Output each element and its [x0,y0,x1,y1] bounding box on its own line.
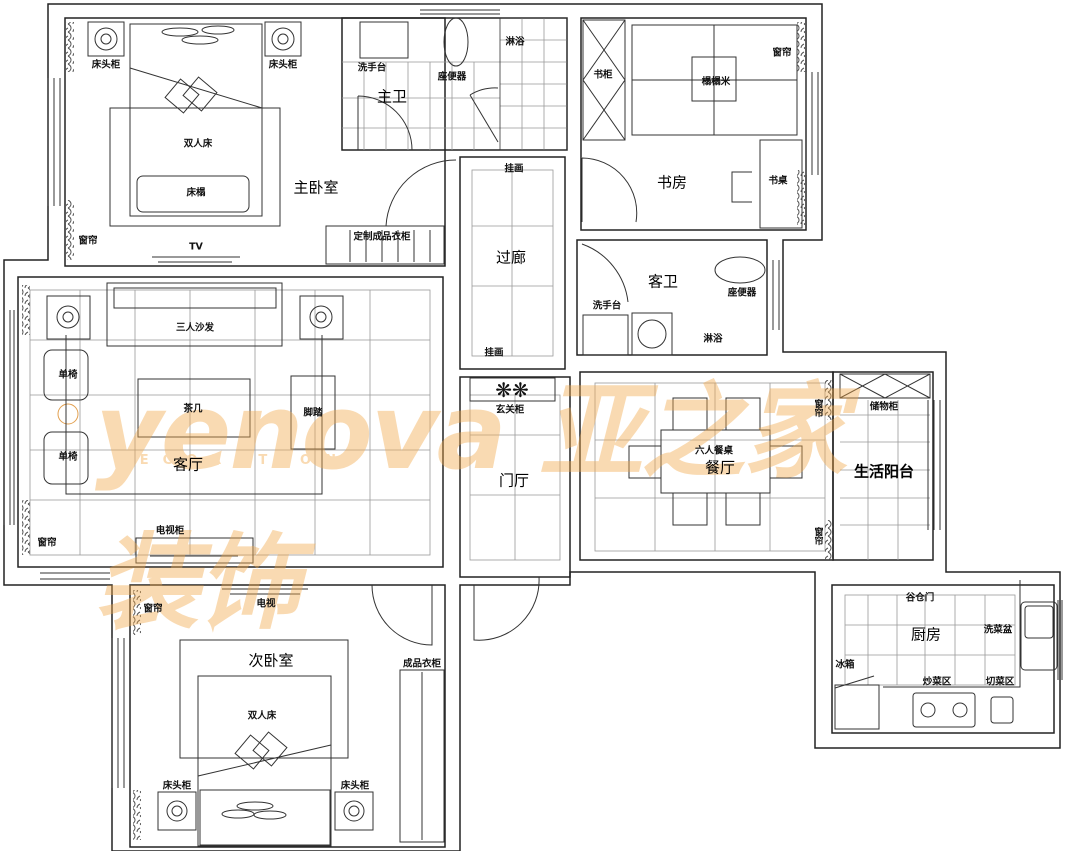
label-tv-cabinet: 电视柜 [155,525,185,537]
room-dining: 餐厅 [704,458,736,477]
label-curtain-master: 窗帘 [78,235,98,247]
shoe-cabinet-icon: ❋❋ [495,378,529,402]
label-wardrobe-second: 成品衣柜 [402,658,442,670]
label-shower-guest: 淋浴 [703,333,723,345]
storage-cabinet [839,373,931,399]
label-sofa: 三人沙发 [175,322,215,334]
label-painting-bottom: 挂画 [484,347,504,359]
nightstand-right [264,21,302,57]
room-master-bedroom: 主卧室 [293,178,339,197]
second-bed [197,675,332,847]
label-tv-second: 电视 [256,598,276,610]
room-balcony: 生活阳台 [853,462,915,481]
room-guest-bath: 客卫 [647,272,679,291]
wall-second-bedroom [129,584,446,848]
room-second-bedroom: 次卧室 [248,651,294,670]
room-living: 客厅 [172,455,204,474]
master-bed [129,23,263,217]
label-nightstand-right: 床头柜 [268,59,298,71]
label-tatami: 榻榻米 [701,76,731,88]
sofa [106,282,283,347]
stove [912,692,976,728]
kitchen-sink [1020,601,1058,671]
label-wardrobe-master: 定制成品衣柜 [353,231,411,243]
nightstand-right-2 [334,791,374,831]
room-master-bath: 主卫 [376,87,408,106]
wall-living [17,276,444,568]
label-curtain-dining-top: 窗帘 [812,399,823,417]
label-armchair-top: 单椅 [58,369,78,381]
shoe-cabinet [469,377,556,402]
label-prep-zone: 切菜区 [985,676,1015,688]
wall-balcony [832,371,934,561]
room-corridor: 过廊 [495,248,527,267]
label-armchair-bottom: 单椅 [58,451,78,463]
label-toilet-master: 座便器 [437,71,467,83]
label-nightstand-right-second: 床头柜 [340,780,370,792]
label-folding-door: 谷仓门 [905,592,935,604]
label-curtain-second: 窗帘 [143,603,163,615]
nightstand-left-2 [157,791,197,831]
fridge [834,684,880,730]
label-bed-second: 双人床 [247,710,277,722]
footstool [290,375,336,450]
label-sink-guest: 洗手台 [592,300,622,312]
label-bed: 双人床 [183,138,213,150]
washing-machine [631,312,673,356]
label-shower-master: 淋浴 [505,36,525,48]
label-dining-table: 六人餐桌 [694,445,734,457]
label-shoe-cabinet: 玄关柜 [495,404,525,416]
label-coffee-table: 茶几 [183,403,203,415]
label-painting-top: 挂画 [504,163,524,175]
label-curtain-living: 窗帘 [37,537,57,549]
label-bed-bench: 床榻 [186,187,206,199]
label-kitchen-sink: 洗菜盆 [983,624,1013,636]
room-study: 书房 [656,173,688,192]
wall-foyer [459,376,571,578]
label-curtain-dining-bottom: 窗帘 [812,527,823,545]
tv-cabinet [135,537,254,564]
label-toilet-guest: 座便器 [727,287,757,299]
wardrobe-2 [399,669,445,843]
label-cooking-zone: 炒菜区 [922,676,952,688]
wall-master-bedroom [64,17,446,267]
master-wardrobe [325,225,445,265]
coffee-table [137,378,251,438]
label-nightstand-left-second: 床头柜 [162,780,192,792]
wall-corridor [459,156,566,370]
second-bed-frame [179,639,349,759]
label-curtain-study: 窗帘 [772,47,792,59]
outer-wall [3,3,1061,851]
label-desk: 书桌 [768,175,788,187]
label-sink-master: 洗手台 [357,62,387,74]
label-fridge: 冰箱 [835,659,855,671]
label-storage: 储物柜 [869,401,899,413]
room-kitchen: 厨房 [910,625,942,644]
label-tv-master: TV [189,241,203,253]
label-footstool: 脚踏 [303,407,323,419]
label-nightstand-left: 床头柜 [91,59,121,71]
room-foyer: 门厅 [498,471,530,490]
wall-kitchen [831,584,1055,734]
nightstand-left [87,21,125,57]
label-bookcase: 书柜 [593,69,613,81]
